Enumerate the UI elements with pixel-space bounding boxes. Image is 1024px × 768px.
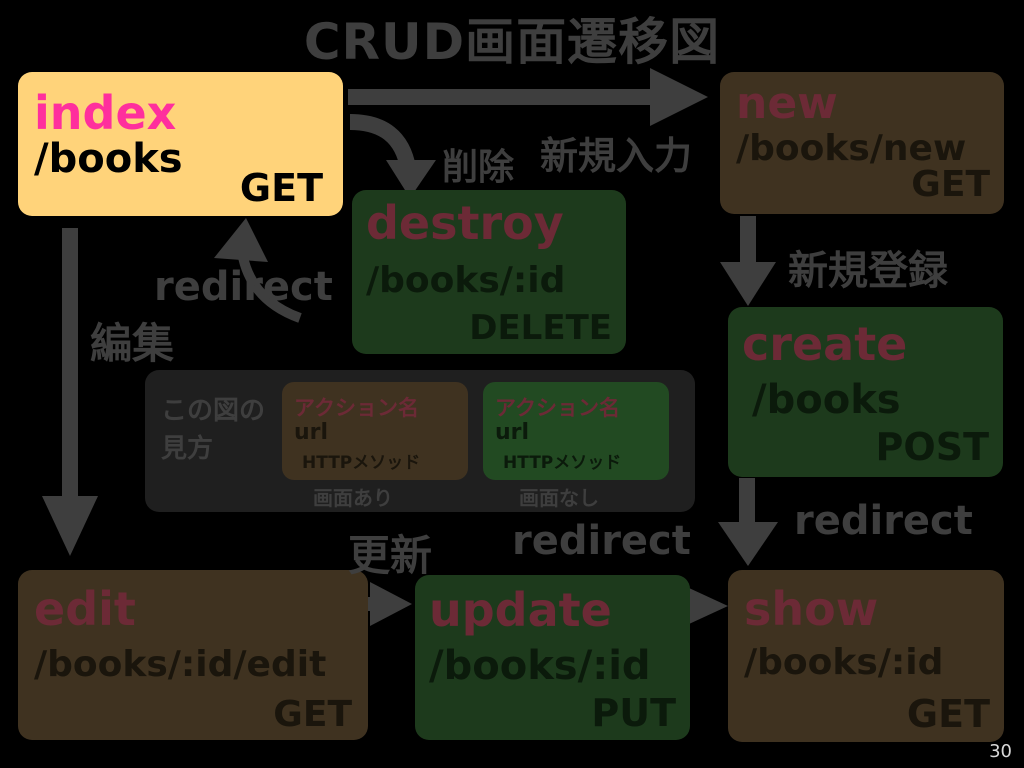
action-url-update: /books/:id — [429, 643, 651, 689]
arrow-new-to-create — [720, 216, 776, 306]
transition-label-delete: 削除 — [442, 147, 515, 188]
transition-label-edit: 編集 — [90, 319, 175, 368]
action-box-new: new /books/new GET — [720, 72, 1004, 214]
arrow-index-to-new — [348, 68, 708, 126]
action-name-update: update — [429, 583, 612, 637]
action-name-destroy: destroy — [366, 196, 564, 250]
page-title: CRUD画面遷移図 — [303, 13, 721, 71]
legend-howto: この図の見方 — [161, 396, 266, 464]
action-method-index: GET — [239, 166, 323, 210]
legend-caption-with-screen: 画面あり — [313, 486, 393, 510]
action-url-show: /books/:id — [744, 642, 944, 683]
transition-label-redirect-update: redirect — [512, 518, 691, 564]
arrow-index-to-edit — [42, 228, 98, 556]
action-box-show: show /books/:id GET — [728, 570, 1004, 742]
action-name-edit: edit — [34, 582, 136, 636]
action-box-destroy: destroy /books/:id DELETE — [352, 190, 626, 354]
legend-card-with-screen: アクション名 url HTTPメソッド — [282, 382, 468, 480]
action-url-edit: /books/:id/edit — [34, 644, 327, 685]
action-url-create: /books — [752, 377, 901, 423]
legend-http-method: HTTPメソッド — [503, 453, 622, 473]
action-box-index: index /books GET — [18, 72, 343, 216]
transition-label-redirect-create: redirect — [794, 498, 973, 544]
legend-action-name: アクション名 — [294, 396, 419, 420]
action-box-edit: edit /books/:id/edit GET — [18, 570, 368, 740]
action-url-new: /books/new — [736, 128, 967, 169]
transition-label-update: 更新 — [348, 531, 433, 580]
action-url-index: /books — [34, 136, 183, 182]
action-name-new: new — [736, 78, 838, 129]
action-url-destroy: /books/:id — [366, 260, 566, 301]
action-method-create: POST — [875, 425, 989, 469]
legend: この図の見方 アクション名 url HTTPメソッド アクション名 url HT… — [145, 370, 695, 512]
action-method-destroy: DELETE — [469, 308, 612, 348]
transition-label-redirect-destroy: redirect — [154, 264, 333, 310]
action-box-update: update /books/:id PUT — [415, 575, 690, 740]
transition-label-new-register: 新規登録 — [788, 248, 948, 294]
action-method-show: GET — [906, 692, 990, 736]
action-method-edit: GET — [273, 694, 352, 735]
page-number: 30 — [989, 741, 1012, 762]
legend-action-name: アクション名 — [495, 396, 620, 420]
arrow-destroy-to-index — [214, 218, 302, 323]
legend-url: url — [294, 420, 329, 445]
action-name-show: show — [744, 582, 879, 636]
action-name-index: index — [34, 86, 177, 140]
transition-label-new-input: 新規入力 — [540, 134, 693, 178]
legend-card-without-screen: アクション名 url HTTPメソッド — [483, 382, 669, 480]
action-box-create: create /books POST — [728, 307, 1003, 477]
arrow-index-to-destroy — [349, 114, 436, 198]
legend-caption-without-screen: 画面なし — [519, 486, 599, 510]
legend-url: url — [495, 420, 530, 445]
action-method-new: GET — [911, 164, 990, 205]
legend-http-method: HTTPメソッド — [302, 453, 421, 473]
action-method-update: PUT — [591, 691, 676, 735]
action-name-create: create — [742, 317, 908, 371]
arrow-create-to-show — [718, 478, 778, 566]
